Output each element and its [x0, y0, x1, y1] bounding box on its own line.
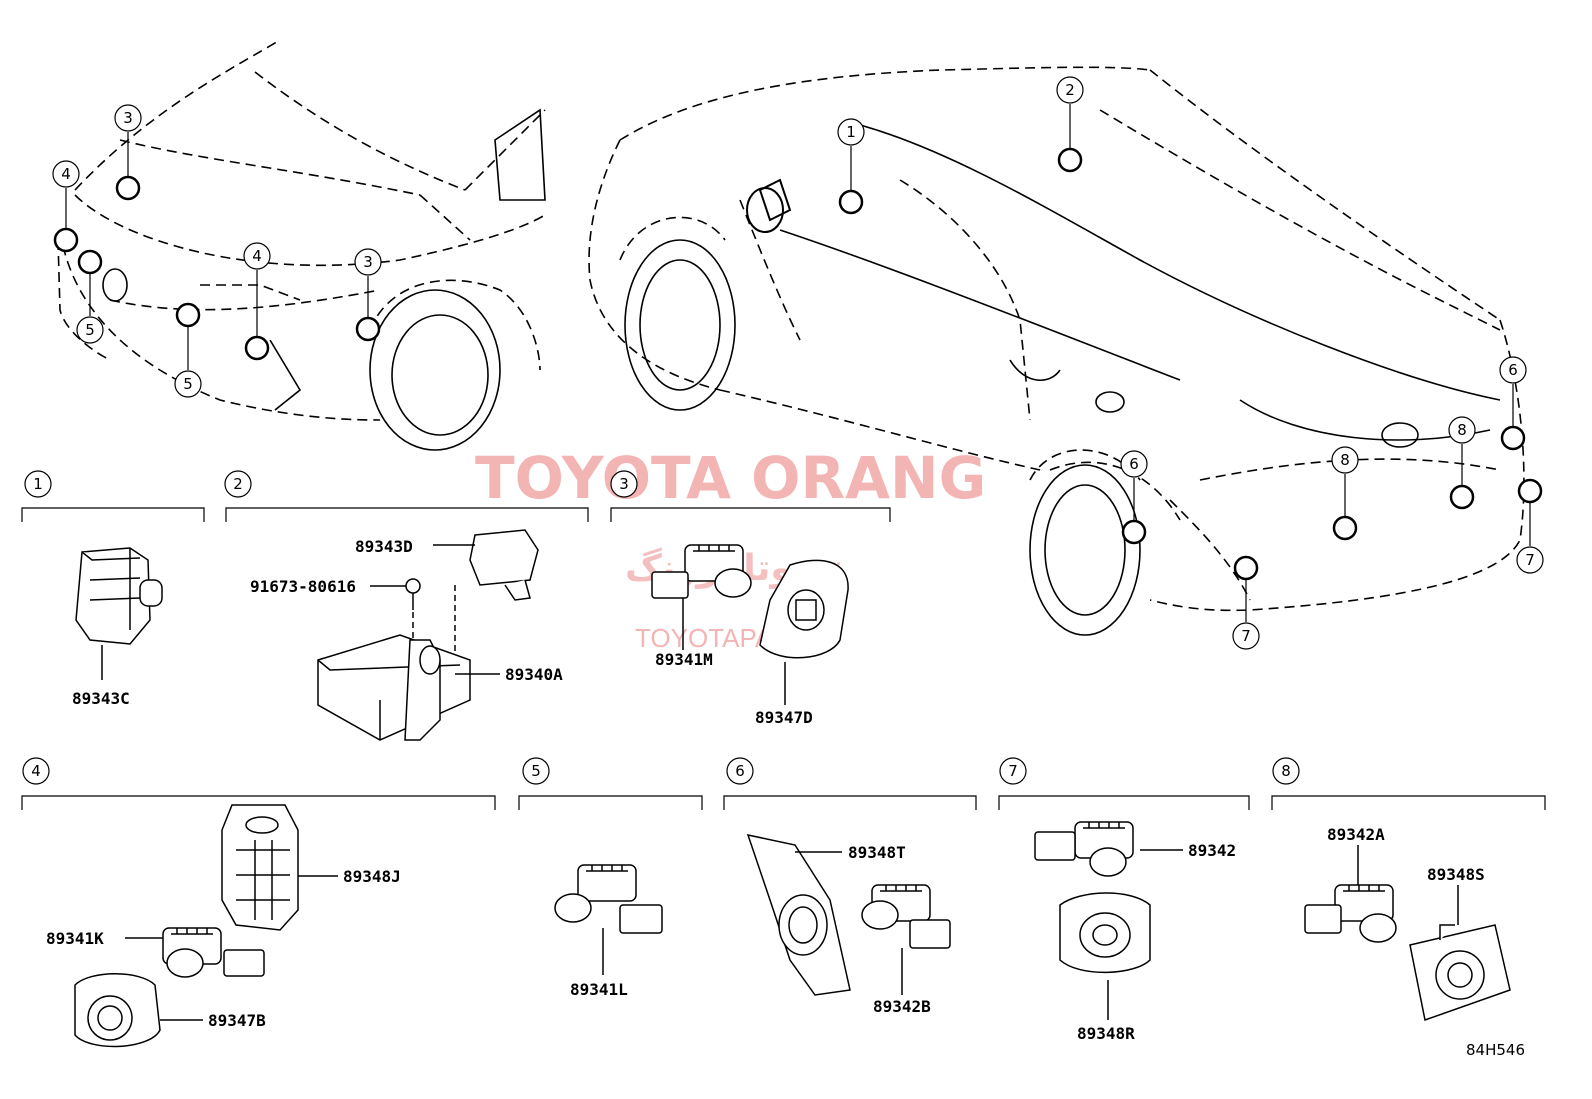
part-89341M: 89341M: [655, 650, 713, 669]
part-89347D: 89347D: [755, 708, 813, 727]
group-4-number: 4: [31, 762, 41, 780]
part-illustrations: [74, 529, 1511, 1048]
group-3-number: 3: [619, 475, 629, 493]
callout-car-2: 2: [1065, 81, 1075, 99]
part-89342: 89342: [1188, 841, 1236, 860]
part-89348S: 89348S: [1427, 865, 1485, 884]
group-5-number: 5: [531, 762, 541, 780]
callout-front-5a: 5: [85, 321, 95, 339]
diagram-code: 84H546: [1466, 1041, 1525, 1059]
part-89343C: 89343C: [72, 689, 130, 708]
rear-sensor-markers: [838, 147, 1543, 581]
front-vehicle-view: [57, 39, 546, 421]
callout-front-4a: 4: [61, 165, 71, 183]
callout-car-1: 1: [846, 123, 856, 141]
callout-front-3a: 3: [123, 109, 133, 127]
part-89340A: 89340A: [505, 665, 563, 684]
part-89347B: 89347B: [208, 1011, 266, 1030]
part-89348J: 89348J: [343, 867, 401, 886]
group-6-number: 6: [735, 762, 745, 780]
part-89343D: 89343D: [355, 537, 413, 556]
watermark-title: TOYOTA ORANG: [475, 444, 986, 512]
callout-car-8a: 8: [1340, 451, 1350, 469]
callout-car-6a: 6: [1129, 455, 1139, 473]
group-8-number: 8: [1281, 762, 1291, 780]
part-89341L: 89341L: [570, 980, 628, 999]
front-sensor-markers: [53, 175, 381, 361]
front-wheel: [102, 108, 546, 451]
callout-car-7b: 7: [1241, 627, 1251, 645]
callout-front-5b: 5: [183, 375, 193, 393]
part-89348T: 89348T: [848, 843, 906, 862]
part-91673-80616: 91673-80616: [250, 577, 356, 596]
group-2-number: 2: [233, 475, 243, 493]
group-1-number: 1: [33, 475, 43, 493]
part-89341K: 89341K: [46, 929, 104, 948]
callout-car-8b: 8: [1457, 421, 1467, 439]
front-callouts: [52, 104, 382, 398]
group-headers: [21, 470, 1546, 810]
callout-front-4b: 4: [252, 247, 262, 265]
group-7-number: 7: [1008, 762, 1018, 780]
callout-car-7a: 7: [1525, 551, 1535, 569]
callout-car-6b: 6: [1508, 361, 1518, 379]
part-89348R: 89348R: [1077, 1024, 1135, 1043]
rear-callouts: [837, 76, 1544, 650]
callout-front-3b: 3: [363, 253, 373, 271]
part-89342A: 89342A: [1327, 825, 1385, 844]
part-89342B: 89342B: [873, 997, 931, 1016]
rear-vehicle-view: [588, 66, 1525, 612]
